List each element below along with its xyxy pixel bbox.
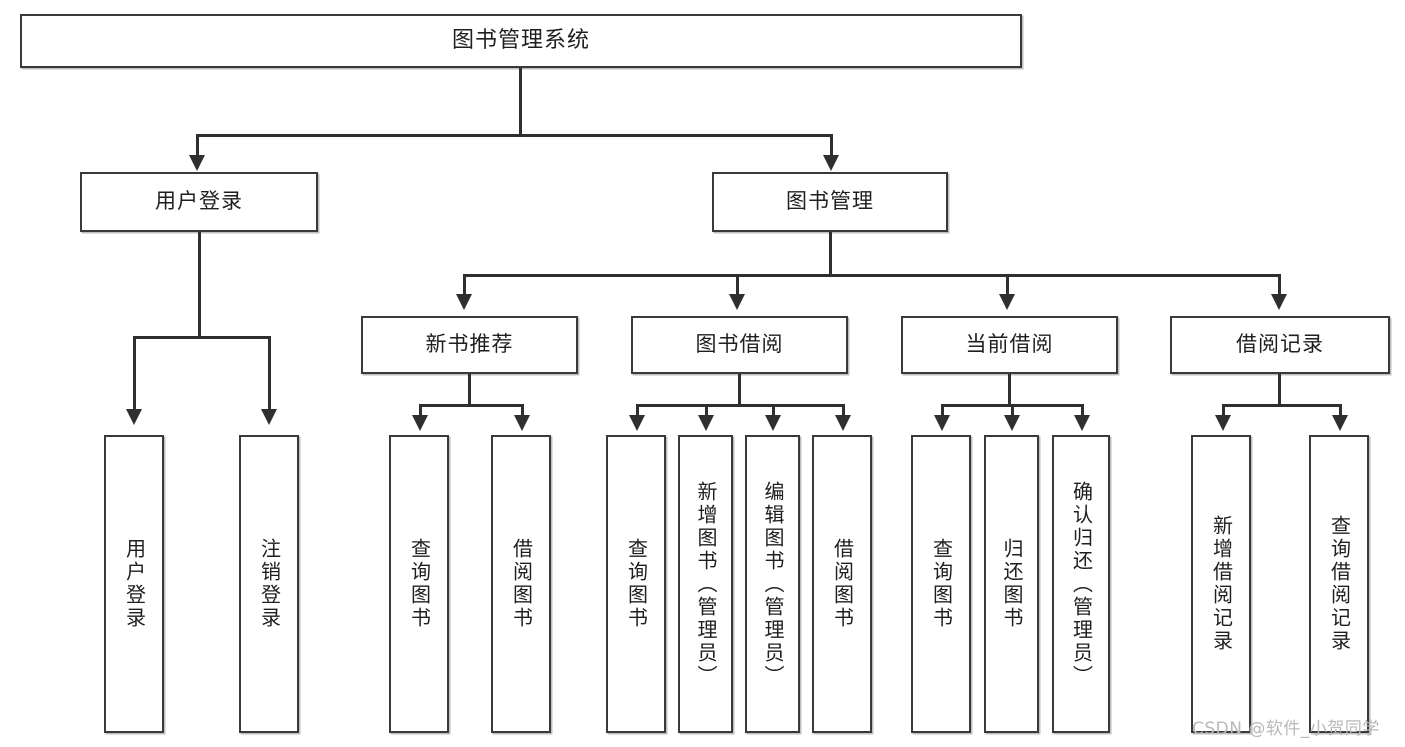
- node-label: 新书推荐: [425, 332, 514, 357]
- connector-level3-drop-2: [736, 274, 739, 296]
- node-label: 图书管理: [786, 189, 874, 214]
- connector-user-login-bar: [133, 336, 270, 339]
- arrowhead-new-book-1: [412, 415, 428, 431]
- connector-user-login-stem: [198, 232, 201, 338]
- leaf-user-logout[interactable]: 注销登录: [239, 435, 299, 733]
- leaf-edit-book-admin[interactable]: 编辑图书（管理员）: [745, 435, 800, 733]
- node-borrow-record[interactable]: 借阅记录: [1170, 316, 1390, 374]
- connector-new-book-bar: [419, 404, 523, 407]
- connector-level3-bar: [463, 274, 1280, 277]
- arrowhead-current-borrow-3: [1074, 415, 1090, 431]
- node-label: 当前借阅: [965, 332, 1054, 357]
- arrowhead-borrow-record-1: [1215, 415, 1231, 431]
- leaf-label: 借阅图书: [509, 538, 534, 630]
- node-book-borrow[interactable]: 图书借阅: [631, 316, 848, 374]
- leaf-label: 查询图书: [929, 538, 954, 630]
- leaf-label: 查询借阅记录: [1327, 515, 1352, 653]
- arrowhead-level2-1: [189, 155, 205, 171]
- connector-borrow-record-bar: [1222, 404, 1341, 407]
- arrowhead-book-borrow-2: [698, 415, 714, 431]
- connector-current-borrow-drop-3: [1081, 404, 1084, 417]
- connector-level2-drop-1: [196, 134, 199, 158]
- leaf-label: 注销登录: [257, 538, 282, 630]
- connector-book-borrow-bar: [636, 404, 844, 407]
- leaf-label: 查询图书: [624, 538, 649, 630]
- connector-level3-drop-3: [1006, 274, 1009, 296]
- arrowhead-borrow-record-2: [1332, 415, 1348, 431]
- arrowhead-level3-3: [999, 294, 1015, 310]
- connector-current-borrow-drop-2: [1011, 404, 1014, 417]
- connector-level3-drop-1: [463, 274, 466, 296]
- leaf-label: 新增借阅记录: [1209, 515, 1234, 653]
- arrowhead-user-login-2: [261, 409, 277, 425]
- leaf-label: 用户登录: [122, 538, 147, 630]
- leaf-label: 新增图书（管理员）: [694, 480, 718, 688]
- leaf-label: 借阅图书: [830, 538, 855, 630]
- arrowhead-current-borrow-1: [934, 415, 950, 431]
- leaf-query-book-recommend[interactable]: 查询图书: [389, 435, 449, 733]
- connector-book-borrow-stem: [738, 374, 741, 406]
- connector-root-stem: [519, 68, 522, 136]
- node-user-login[interactable]: 用户登录: [80, 172, 318, 232]
- leaf-return-book[interactable]: 归还图书: [984, 435, 1039, 733]
- connector-level2-bar: [196, 134, 832, 137]
- leaf-query-book-borrow[interactable]: 查询图书: [606, 435, 666, 733]
- connector-book-borrow-drop-2: [705, 404, 708, 417]
- connector-new-book-stem: [468, 374, 471, 406]
- node-root-book-management-system[interactable]: 图书管理系统: [20, 14, 1022, 68]
- connector-borrow-record-drop-1: [1222, 404, 1225, 417]
- node-label: 图书管理系统: [451, 27, 590, 53]
- leaf-label: 查询图书: [407, 538, 432, 630]
- node-book-management[interactable]: 图书管理: [712, 172, 948, 232]
- leaf-add-borrow-record[interactable]: 新增借阅记录: [1191, 435, 1251, 733]
- arrowhead-book-borrow-1: [629, 415, 645, 431]
- connector-book-mgmt-stem: [829, 232, 832, 276]
- connector-borrow-record-stem: [1278, 374, 1281, 406]
- connector-level2-drop-2: [830, 134, 833, 158]
- node-label: 借阅记录: [1236, 332, 1324, 357]
- connector-user-login-drop-2: [268, 336, 271, 411]
- connector-new-book-drop-1: [419, 404, 422, 417]
- arrowhead-level3-1: [456, 294, 472, 310]
- leaf-user-login[interactable]: 用户登录: [104, 435, 164, 733]
- node-label: 图书借阅: [695, 332, 784, 357]
- leaf-add-book-admin[interactable]: 新增图书（管理员）: [678, 435, 733, 733]
- arrowhead-level3-4: [1271, 294, 1287, 310]
- leaf-label: 编辑图书（管理员）: [761, 480, 785, 688]
- connector-current-borrow-stem: [1008, 374, 1011, 406]
- connector-book-borrow-drop-1: [636, 404, 639, 417]
- arrowhead-new-book-2: [514, 415, 530, 431]
- leaf-borrow-book-recommend[interactable]: 借阅图书: [491, 435, 551, 733]
- arrowhead-current-borrow-2: [1004, 415, 1020, 431]
- arrowhead-book-borrow-4: [835, 415, 851, 431]
- leaf-label: 确认归还（管理员）: [1069, 480, 1094, 688]
- leaf-confirm-return-admin[interactable]: 确认归还（管理员）: [1052, 435, 1110, 733]
- node-label: 用户登录: [155, 189, 243, 214]
- arrowhead-user-login-1: [126, 409, 142, 425]
- leaf-borrow-book[interactable]: 借阅图书: [812, 435, 872, 733]
- leaf-query-borrow-record[interactable]: 查询借阅记录: [1309, 435, 1369, 733]
- connector-borrow-record-drop-2: [1339, 404, 1342, 417]
- connector-book-borrow-drop-4: [842, 404, 845, 417]
- node-new-book-recommend[interactable]: 新书推荐: [361, 316, 578, 374]
- leaf-label: 归还图书: [1000, 538, 1024, 630]
- arrowhead-level3-2: [729, 294, 745, 310]
- connector-user-login-drop-1: [133, 336, 136, 411]
- arrowhead-book-borrow-3: [765, 415, 781, 431]
- leaf-query-book-current[interactable]: 查询图书: [911, 435, 971, 733]
- arrowhead-level2-2: [823, 155, 839, 171]
- connector-current-borrow-drop-1: [941, 404, 944, 417]
- connector-new-book-drop-2: [521, 404, 524, 417]
- node-current-borrow[interactable]: 当前借阅: [901, 316, 1118, 374]
- connector-level3-drop-4: [1278, 274, 1281, 296]
- connector-book-borrow-drop-3: [772, 404, 775, 417]
